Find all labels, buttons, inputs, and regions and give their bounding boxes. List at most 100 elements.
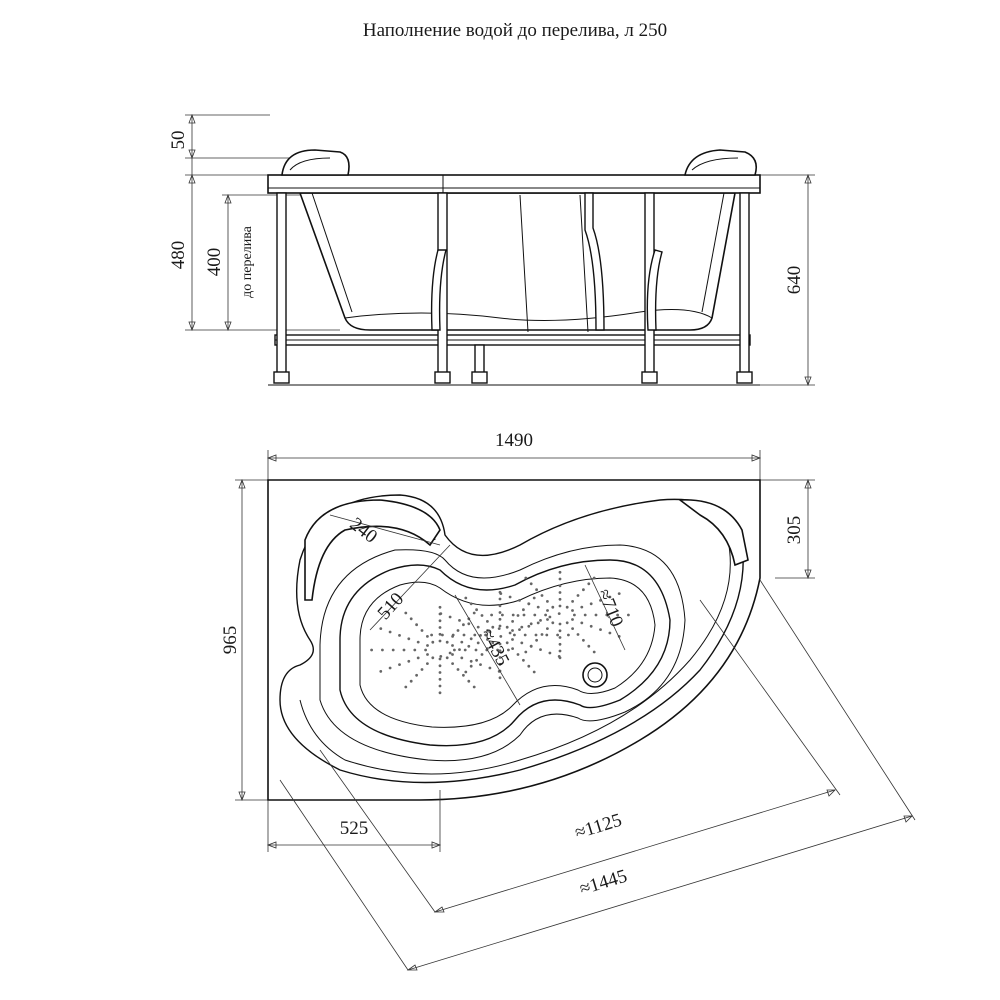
jet-dot: [524, 650, 528, 654]
jet-dot: [599, 628, 602, 631]
jet-dot: [534, 633, 538, 637]
jet-dot: [497, 627, 501, 630]
jet-dot: [475, 658, 478, 662]
jet-dot: [445, 656, 449, 660]
jet-dot: [558, 622, 562, 626]
jet-dot: [451, 662, 454, 665]
jet-dot: [426, 662, 429, 665]
jet-dot: [424, 648, 427, 652]
jet-dot: [511, 629, 514, 632]
jet-dot: [467, 679, 471, 683]
jet-dot: [498, 676, 502, 680]
jet-dot: [438, 639, 442, 643]
jet-dot: [451, 635, 454, 638]
jet-dot: [520, 641, 524, 645]
jet-dot: [540, 594, 544, 597]
jet-dot: [469, 659, 473, 663]
jet-dot: [558, 642, 562, 646]
jet-dot: [469, 602, 473, 606]
jet-dot: [379, 627, 383, 630]
jet-dot: [409, 617, 413, 621]
jet-dot: [605, 613, 609, 617]
jet-dot: [501, 613, 504, 617]
jet-dot: [522, 658, 525, 662]
jet-dot: [571, 618, 574, 621]
jet-dot: [627, 613, 630, 617]
jet-dot: [592, 650, 596, 654]
jet-dot: [391, 648, 395, 652]
jet-dot: [571, 627, 574, 630]
jet-dot: [448, 651, 452, 655]
jet-dot: [491, 625, 495, 629]
jet-dot: [508, 631, 512, 635]
jet-dot: [529, 644, 533, 648]
massage-jets: [370, 570, 630, 695]
jet-dot: [539, 648, 542, 651]
jet-dot: [558, 636, 562, 639]
jet-dot: [582, 588, 585, 592]
jet-dot: [511, 638, 514, 641]
jet-dot: [551, 605, 555, 609]
jet-dot: [589, 602, 593, 606]
jet-dot: [499, 635, 503, 638]
jet-dot: [527, 664, 531, 668]
jet-dot: [532, 670, 536, 674]
jet-dot: [505, 641, 509, 645]
jet-dot: [587, 582, 591, 586]
jet-dot: [557, 612, 561, 615]
jet-dot: [565, 605, 569, 609]
jet-dot: [518, 599, 521, 602]
jet-dot: [458, 619, 461, 622]
jet-dot: [416, 640, 420, 644]
jet-dot: [529, 582, 533, 586]
dim-1490: 1490: [495, 430, 533, 451]
dim-965: 965: [220, 626, 241, 655]
jet-dot: [398, 634, 401, 637]
jet-dot: [438, 657, 442, 661]
dim-525: 525: [340, 818, 369, 839]
jet-dot: [431, 640, 435, 644]
jet-dot: [438, 664, 442, 668]
jet-dot: [438, 671, 442, 674]
jet-dot: [479, 634, 482, 637]
jet-dot: [458, 648, 461, 651]
dim-305: 305: [784, 516, 805, 545]
overflow-label: до перелива: [240, 225, 255, 297]
jet-dot: [438, 605, 442, 609]
jet-dot: [381, 648, 384, 652]
jet-dot: [456, 668, 460, 671]
top-view: 1490 965 305 240 51: [220, 430, 916, 971]
jet-dot: [413, 648, 417, 652]
jet-dot: [583, 613, 587, 617]
jet-dot: [540, 633, 544, 636]
jet-dot: [544, 613, 547, 617]
jet-dot: [558, 597, 562, 601]
jet-dot: [551, 621, 555, 625]
drawing-title: Наполнение водой до перелива, л 250: [363, 20, 667, 41]
jet-dot: [582, 638, 585, 642]
jet-dot: [409, 679, 413, 683]
jet-dot: [456, 629, 460, 632]
side-view: 50 480 400 до перелива 640: [168, 113, 815, 387]
jet-dot: [438, 626, 442, 629]
jet-dot: [488, 630, 492, 634]
jet-dot: [438, 684, 442, 688]
jet-dot: [498, 656, 502, 659]
jet-dot: [511, 613, 515, 617]
jet-dot: [507, 648, 510, 652]
jet-dot: [571, 600, 574, 603]
jet-dot: [451, 653, 454, 656]
jet-dot: [498, 604, 502, 608]
jet-dot: [558, 570, 562, 574]
jet-dot: [522, 608, 525, 612]
jet-dot: [516, 614, 520, 617]
jet-dot: [576, 594, 580, 597]
jet-dot: [488, 666, 492, 670]
jet-dot: [464, 596, 468, 600]
jet-dot: [499, 592, 503, 595]
jet-dot: [426, 653, 429, 656]
jet-dot: [431, 656, 435, 660]
jet-dot: [464, 670, 468, 674]
jet-dot: [496, 648, 499, 652]
